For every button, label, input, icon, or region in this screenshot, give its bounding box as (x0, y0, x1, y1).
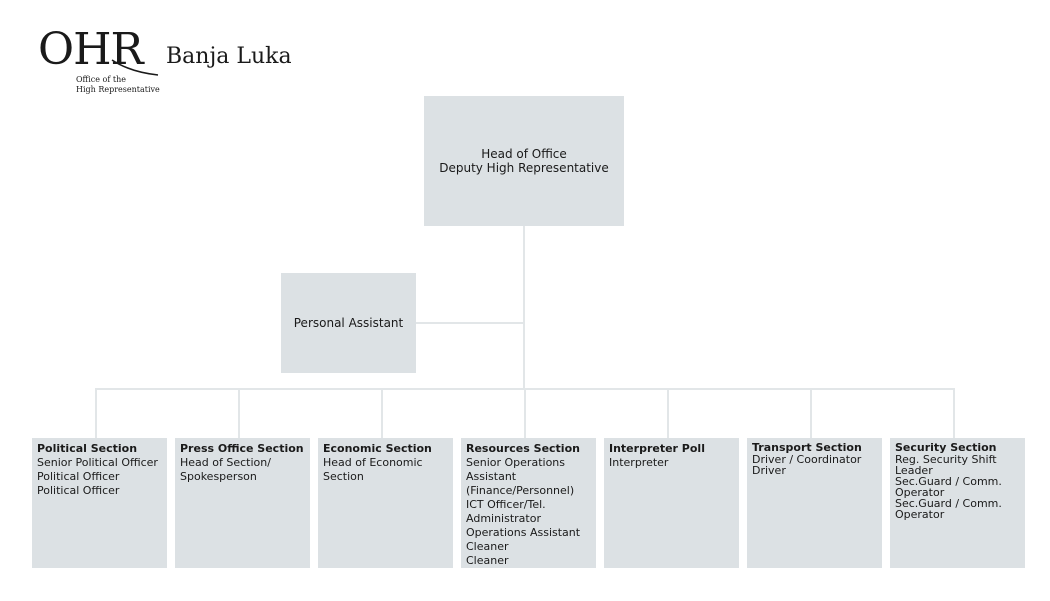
section-role: Operator (895, 486, 945, 499)
section-title: Resources Section (466, 442, 580, 455)
section-political: Political Section Senior Political Offic… (32, 438, 167, 568)
section-role: Political Officer (37, 484, 120, 497)
section-interpreter-poll: Interpreter Poll Interpreter (604, 438, 739, 568)
section-role: Head of Section/ (180, 456, 271, 469)
connector-head-trunk (523, 225, 525, 390)
office-city: Banja Luka (166, 44, 292, 69)
connector-security (953, 388, 955, 438)
section-role: (Finance/Personnel) (466, 484, 575, 497)
section-title: Press Office Section (180, 442, 304, 455)
section-role: Political Officer (37, 470, 120, 483)
ohr-logo: OHR Office of the High Representative Ba… (38, 28, 298, 100)
section-role: Operations Assistant (466, 526, 581, 539)
connector-interpreter (667, 388, 669, 438)
personal-assistant-box: Personal Assistant (281, 273, 416, 373)
section-security: Security Section Reg. Security Shift Lea… (890, 438, 1025, 568)
connector-resources (524, 388, 526, 438)
section-economic: Economic Section Head of Economic Sectio… (318, 438, 453, 568)
section-role: Leader (895, 464, 933, 477)
section-role: Administrator (466, 512, 541, 525)
connector-press (238, 388, 240, 438)
head-of-office-title: Head of Office (481, 147, 567, 161)
connector-assistant (415, 322, 525, 324)
logo-mark: OHR (38, 24, 144, 75)
section-role: Sec.Guard / Comm. (895, 497, 1002, 510)
section-role: Reg. Security Shift (895, 453, 997, 466)
logo-swoosh (111, 59, 159, 76)
head-of-office-box: Head of Office Deputy High Representativ… (424, 96, 624, 226)
section-role: Cleaner (466, 554, 509, 567)
section-title: Political Section (37, 442, 138, 455)
section-role: Operator (895, 508, 945, 521)
section-role: Senior Operations (466, 456, 565, 469)
section-role: Driver / Coordinator (752, 453, 862, 466)
connector-transport (810, 388, 812, 438)
head-of-office-subtitle: Deputy High Representative (439, 161, 609, 175)
section-title: Security Section (895, 441, 997, 454)
logo-subtitle-line-2: High Representative (76, 85, 160, 94)
section-role: Sec.Guard / Comm. (895, 475, 1002, 488)
section-role: Cleaner (466, 540, 509, 553)
section-resources: Resources Section Senior Operations Assi… (461, 438, 596, 568)
personal-assistant-label: Personal Assistant (293, 316, 404, 330)
logo-subtitle: Office of the High Representative (76, 75, 160, 95)
section-role: Senior Political Officer (37, 456, 158, 469)
section-title: Economic Section (323, 442, 432, 455)
section-role: ICT Officer/Tel. (466, 498, 546, 511)
section-role: Head of Economic (323, 456, 423, 469)
section-transport: Transport Section Driver / Coordinator D… (747, 438, 882, 568)
logo-subtitle-line-1: Office of the (76, 75, 126, 84)
section-role: Interpreter (609, 456, 669, 469)
connector-economic (381, 388, 383, 438)
section-title: Transport Section (752, 441, 862, 454)
section-role: Driver (752, 464, 786, 477)
section-role: Section (323, 470, 364, 483)
section-role: Spokesperson (180, 470, 257, 483)
section-title: Interpreter Poll (609, 442, 705, 455)
section-press-office: Press Office Section Head of Section/ Sp… (175, 438, 310, 568)
connector-political (95, 388, 97, 438)
section-role: Assistant (466, 470, 517, 483)
